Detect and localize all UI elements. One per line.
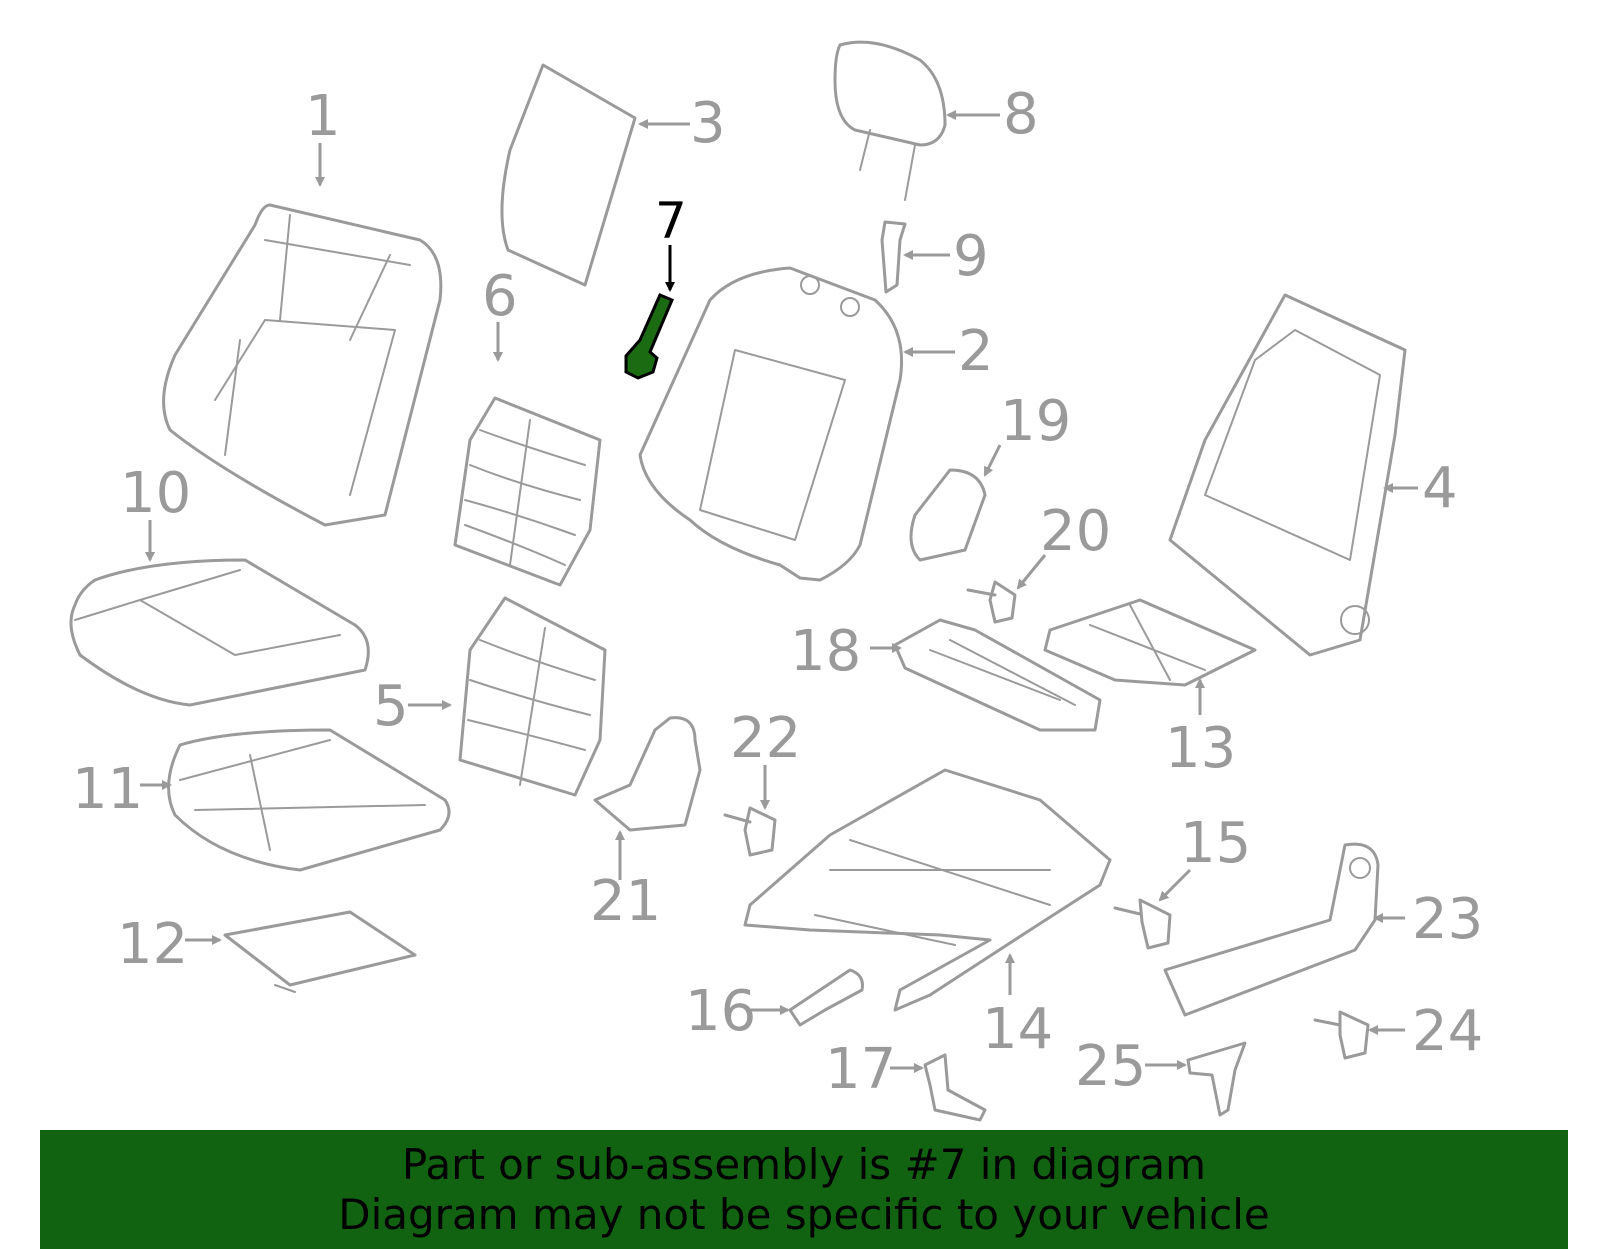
part-12-heater-pad bbox=[223, 910, 417, 993]
info-banner: Part or sub-assembly is #7 in diagram Di… bbox=[40, 1130, 1568, 1249]
callout-19[interactable]: 19 bbox=[1000, 389, 1071, 454]
part-14-seat-track bbox=[743, 768, 1112, 1012]
banner-line-2: Diagram may not be specific to your vehi… bbox=[338, 1189, 1270, 1239]
callout-1[interactable]: 1 bbox=[305, 84, 341, 149]
callout-numbers: 1 2 3 4 5 6 7 8 9 10 11 12 13 14 15 16 1… bbox=[72, 82, 1483, 1102]
part-21-cover bbox=[593, 716, 702, 832]
part-23-side-shield bbox=[1163, 842, 1380, 1017]
part-20-bolt bbox=[966, 580, 1017, 624]
callout-2[interactable]: 2 bbox=[958, 319, 994, 384]
part-6-spring-mat bbox=[453, 396, 602, 587]
callout-18[interactable]: 18 bbox=[790, 619, 861, 684]
callout-11[interactable]: 11 bbox=[72, 757, 143, 822]
callout-4[interactable]: 4 bbox=[1422, 456, 1458, 521]
callout-8[interactable]: 8 bbox=[1003, 82, 1039, 147]
part-24-bolt bbox=[1313, 1010, 1370, 1060]
callout-5[interactable]: 5 bbox=[373, 674, 409, 739]
callout-24[interactable]: 24 bbox=[1412, 999, 1483, 1064]
part-2-seat-back-pad bbox=[638, 266, 904, 582]
callout-15[interactable]: 15 bbox=[1180, 811, 1251, 876]
callout-17[interactable]: 17 bbox=[825, 1037, 896, 1102]
part-8-headrest bbox=[833, 40, 947, 201]
callout-20[interactable]: 20 bbox=[1040, 499, 1111, 564]
part-15-bolt bbox=[1113, 898, 1172, 950]
part-11-cushion-pad bbox=[167, 728, 451, 872]
part-17-bracket bbox=[923, 1053, 987, 1122]
part-5-spring-mat bbox=[458, 596, 607, 797]
callout-23[interactable]: 23 bbox=[1412, 887, 1483, 952]
part-1-seat-back-cover bbox=[162, 203, 443, 527]
part-25-cover bbox=[1186, 1041, 1247, 1117]
callout-14[interactable]: 14 bbox=[982, 997, 1053, 1062]
part-22-bolt bbox=[723, 806, 777, 857]
banner-line-1: Part or sub-assembly is #7 in diagram bbox=[401, 1139, 1207, 1189]
callout-25[interactable]: 25 bbox=[1075, 1034, 1146, 1099]
part-9-guide bbox=[880, 220, 907, 294]
part-4-seat-back-frame bbox=[1168, 293, 1407, 657]
leader-lines bbox=[140, 110, 1418, 1073]
callout-16[interactable]: 16 bbox=[685, 979, 756, 1044]
part-10-cushion-cover bbox=[69, 558, 370, 707]
callout-10[interactable]: 10 bbox=[120, 461, 191, 526]
part-18-bracket bbox=[893, 618, 1102, 732]
callout-9[interactable]: 9 bbox=[953, 224, 989, 289]
part-7-highlighted-part[interactable] bbox=[624, 293, 674, 380]
callout-3[interactable]: 3 bbox=[690, 91, 726, 156]
callout-7[interactable]: 7 bbox=[655, 192, 687, 250]
callout-13[interactable]: 13 bbox=[1165, 716, 1236, 781]
part-16-bracket bbox=[788, 968, 864, 1027]
part-3-pad bbox=[500, 63, 637, 287]
part-13-frame bbox=[1043, 598, 1257, 687]
callout-6[interactable]: 6 bbox=[482, 264, 518, 329]
part-19-cover bbox=[909, 468, 987, 562]
callout-12[interactable]: 12 bbox=[117, 912, 188, 977]
callout-22[interactable]: 22 bbox=[730, 706, 801, 771]
callout-21[interactable]: 21 bbox=[590, 869, 661, 934]
